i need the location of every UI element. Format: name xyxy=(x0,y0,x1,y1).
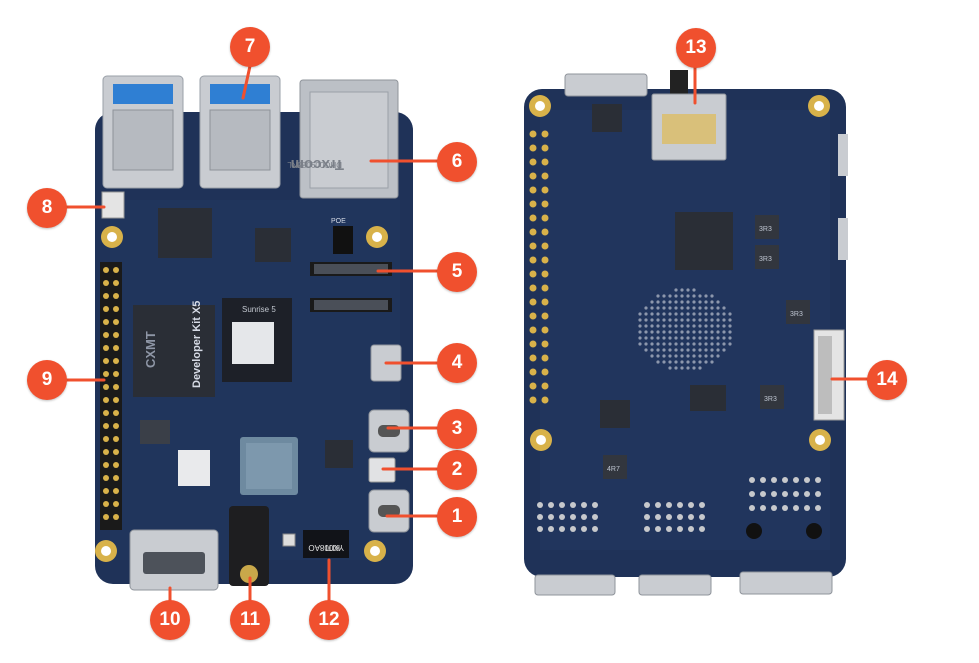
soc-brand-text: Sunrise 5 xyxy=(242,305,276,314)
inductor-label-2: 3R3 xyxy=(759,256,772,263)
poe-header: POE xyxy=(331,218,353,254)
sunrise5-soc: Sunrise 5 xyxy=(222,298,292,382)
back-board: 3R3 3R3 3R3 4R7 3R3 xyxy=(524,70,848,596)
front-board: Trxcom DHG009086NL POE CX xyxy=(95,75,413,591)
callout-leader-lines xyxy=(65,64,869,605)
callout-1[interactable]: 1 xyxy=(437,497,477,537)
mipi-csi-connectors xyxy=(310,262,392,312)
callout-2[interactable]: 2 xyxy=(437,450,477,490)
inductor-label-5: 3R3 xyxy=(764,396,777,403)
inductor-label-4: 4R7 xyxy=(607,466,620,473)
callout-10[interactable]: 10 xyxy=(150,600,190,640)
inductor-label-1: 3R3 xyxy=(759,226,772,233)
microsd-card-slot xyxy=(651,93,727,161)
wifi-bt-module xyxy=(240,437,298,495)
lpddr-ram-chip: CXMT xyxy=(133,305,215,397)
callout-14[interactable]: 14 xyxy=(867,360,907,400)
wifi-code: YX008AO xyxy=(308,543,344,552)
fan-header xyxy=(101,191,125,219)
rj45-brand-text: Trxcom xyxy=(291,156,344,173)
callout-9[interactable]: 9 xyxy=(27,360,67,400)
gpio-40pin-header xyxy=(100,262,122,530)
bga-pad-array xyxy=(638,288,732,370)
callout-3[interactable]: 3 xyxy=(437,409,477,449)
ram-brand-text: CXMT xyxy=(143,331,158,368)
eth-phy-chip xyxy=(255,228,291,262)
usb-hub-chip xyxy=(158,208,212,258)
inductor-label-3: 3R3 xyxy=(790,311,803,318)
wifi-antenna-chip: KITI YX008AO xyxy=(303,530,349,558)
callout-4[interactable]: 4 xyxy=(437,343,477,383)
usb3-ports xyxy=(102,75,281,189)
callout-5[interactable]: 5 xyxy=(437,252,477,292)
callout-8[interactable]: 8 xyxy=(27,188,67,228)
wifi-label: KITI xyxy=(325,543,340,552)
rj45-code-text: DHG009086NL xyxy=(287,160,342,169)
rj45-ethernet-port: Trxcom DHG009086NL xyxy=(287,79,399,199)
callout-7[interactable]: 7 xyxy=(230,27,270,67)
inductors: 3R3 3R3 3R3 4R7 3R3 xyxy=(603,215,810,479)
callout-12[interactable]: 12 xyxy=(309,600,349,640)
callout-6[interactable]: 6 xyxy=(437,142,477,182)
callout-11[interactable]: 11 xyxy=(230,600,270,640)
fpc-display-connector xyxy=(813,329,845,421)
bottom-through-holes xyxy=(537,477,821,532)
silkscreen-title: Developer Kit X5 xyxy=(191,301,203,388)
gpio-solder-pads xyxy=(529,130,549,404)
poe-label: POE xyxy=(331,218,346,225)
audio-jack xyxy=(229,506,269,586)
callout-13[interactable]: 13 xyxy=(676,28,716,68)
